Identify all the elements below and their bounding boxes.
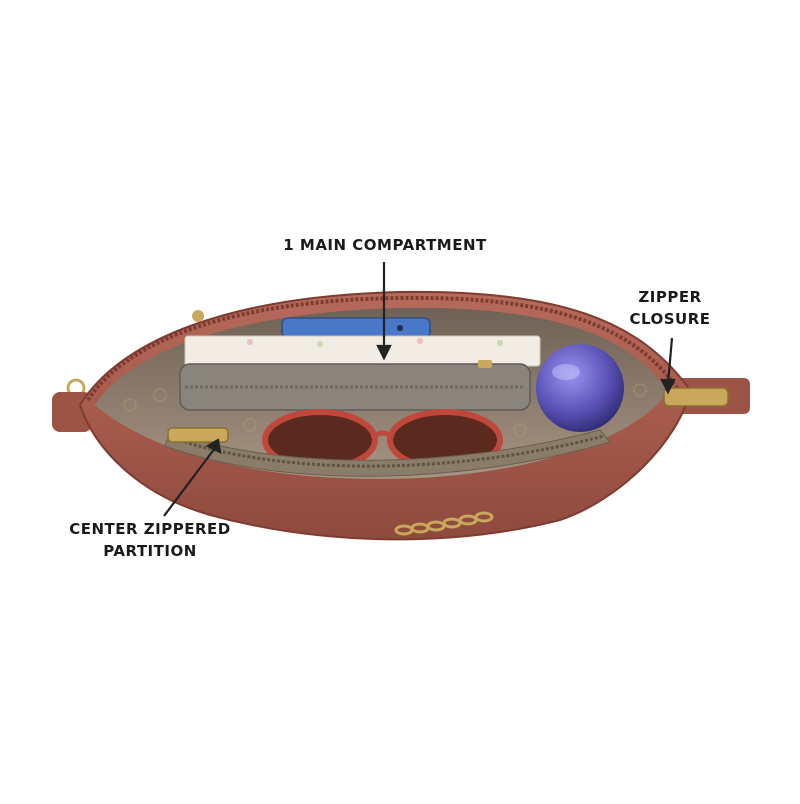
purple-bottle [536, 344, 624, 432]
arrow-zipper-closure [666, 337, 674, 385]
phone [281, 317, 431, 339]
chain-strap [394, 511, 494, 536]
arrow-center-partition [163, 447, 216, 517]
center-partition [164, 429, 611, 477]
label-center-partition: CENTER ZIPPERED PARTITION [69, 520, 231, 560]
zipper-pull-center [167, 427, 229, 443]
label-zipper-closure: ZIPPER CLOSURE [629, 288, 711, 328]
label-main-compartment: 1 MAIN COMPARTMENT [283, 236, 487, 254]
main-zipper-track [86, 295, 682, 402]
annotation-arrows [163, 262, 676, 517]
zipper-pull-main [663, 387, 729, 407]
